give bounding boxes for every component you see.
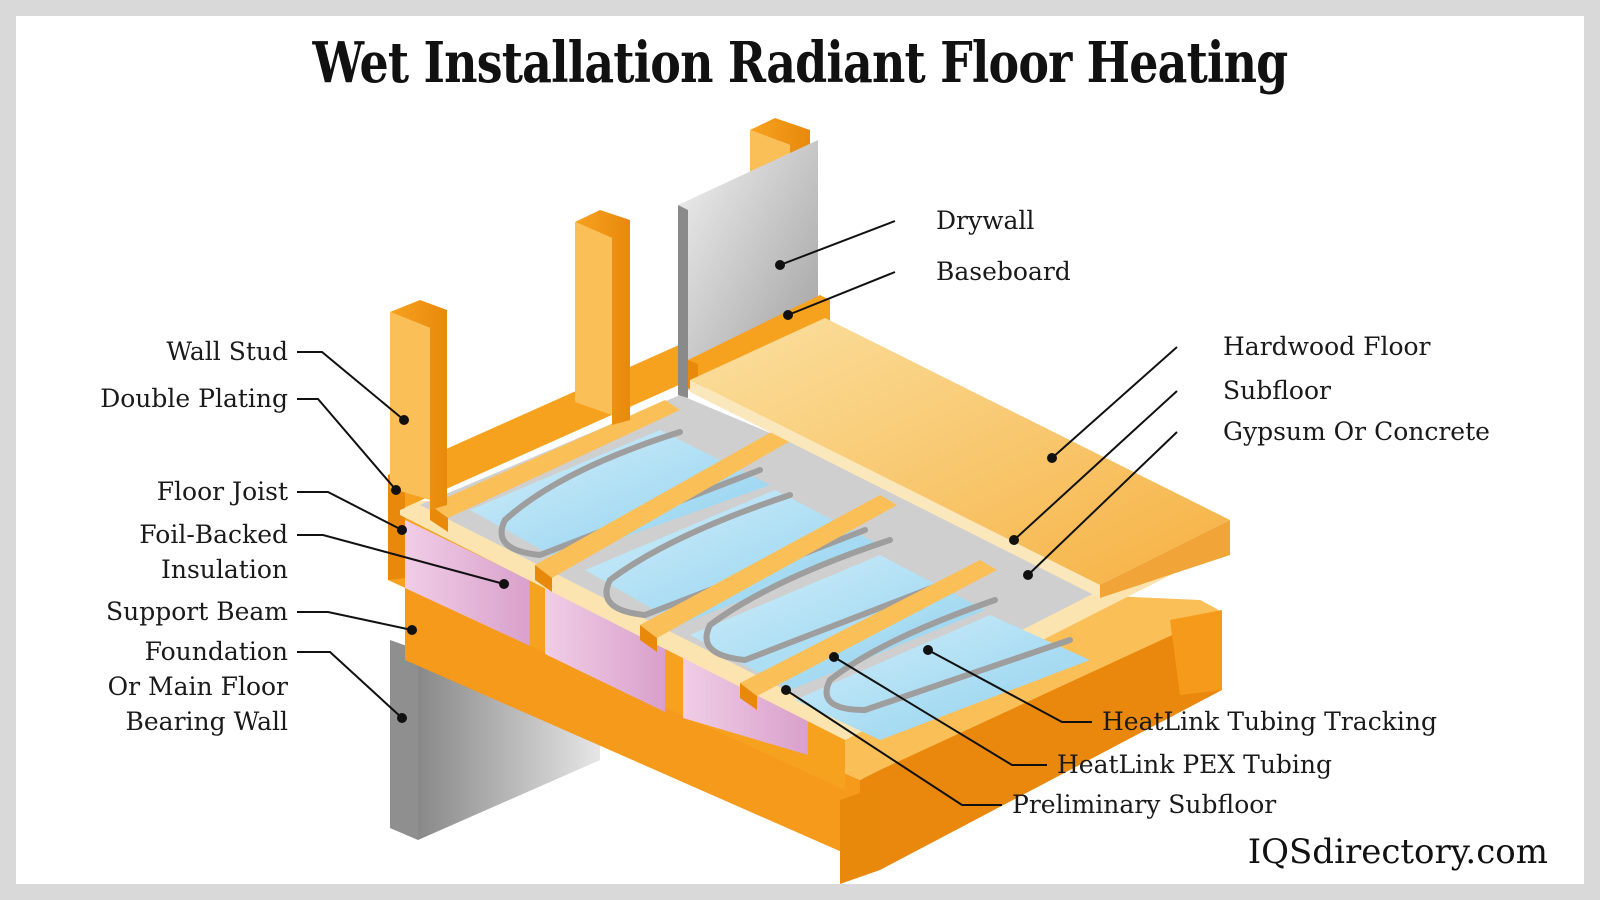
floor-joists xyxy=(388,492,845,790)
label-wall-stud: Wall Stud xyxy=(166,337,288,366)
label-or-main-floor: Or Main Floor xyxy=(107,672,288,701)
label-support-beam: Support Beam xyxy=(105,597,288,626)
pex-tubing xyxy=(498,429,1073,714)
label-foil-backed: Foil-Backed xyxy=(139,520,288,549)
label-drywall: Drywall xyxy=(936,206,1035,235)
label-hardwood-floor: Hardwood Floor xyxy=(1223,332,1431,361)
hardwood-flooring xyxy=(690,318,1230,598)
label-pex-tubing: HeatLink PEX Tubing xyxy=(1057,750,1333,779)
label-baseboard: Baseboard xyxy=(936,257,1071,286)
label-double-plating: Double Plating xyxy=(100,384,288,413)
callout-leaders xyxy=(297,220,1178,806)
label-tubing-tracking: HeatLink Tubing Tracking xyxy=(1102,707,1437,736)
diagram-title: Wet Installation Radiant Floor Heating xyxy=(312,30,1289,96)
label-subfloor: Subfloor xyxy=(1223,376,1331,405)
label-preliminary-subfloor: Preliminary Subfloor xyxy=(1012,790,1277,819)
label-floor-joist: Floor Joist xyxy=(156,477,288,506)
label-insulation: Insulation xyxy=(160,555,288,584)
tubing-tracking-sleepers xyxy=(430,400,997,710)
label-gypsum-or-concrete: Gypsum Or Concrete xyxy=(1223,417,1490,446)
label-foundation: Foundation xyxy=(144,637,288,666)
callout-dots xyxy=(391,260,1057,723)
watermark: IQSdirectory.com xyxy=(1247,832,1548,872)
label-bearing-wall: Bearing Wall xyxy=(125,707,289,736)
